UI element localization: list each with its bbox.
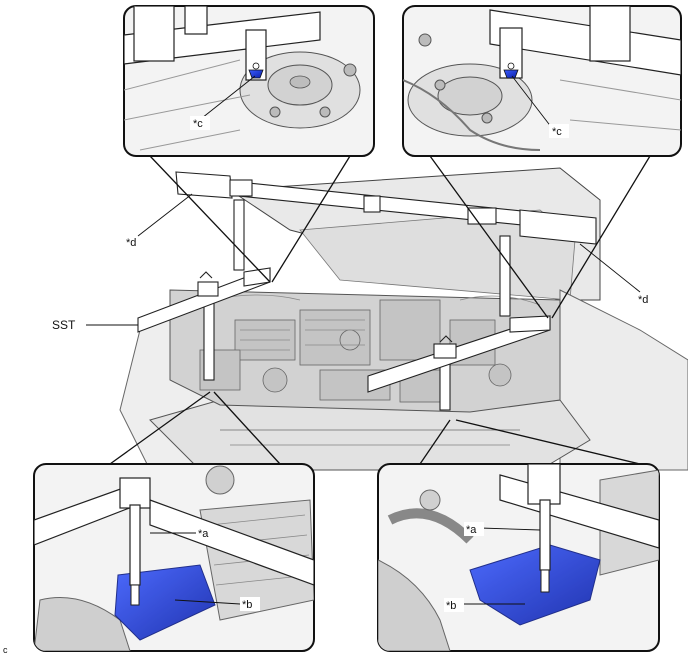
detail-panel-top-right: *c [402, 5, 682, 157]
label-c-top-right: *c [552, 126, 562, 138]
detail-panel-bottom-left: *a *b [33, 463, 315, 652]
label-b-bottom-right: *b [446, 600, 456, 612]
label-c-top-left: *c [193, 118, 203, 130]
label-d-left: *d [126, 237, 136, 249]
label-d-right: *d [638, 294, 648, 306]
figure-code: c [3, 645, 8, 655]
label-a-bottom-right: *a [466, 524, 477, 536]
label-sst: SST [52, 318, 76, 332]
detail-panel-top-left: *c [123, 5, 375, 157]
callout-connectors [109, 155, 651, 465]
sst-bracket-tool [137, 171, 597, 411]
label-b-bottom-left: *b [242, 599, 252, 611]
main-callouts: *d *d SST [52, 193, 648, 332]
detail-panel-bottom-right: *a *b [377, 463, 660, 652]
label-a-bottom-left: *a [198, 528, 209, 540]
